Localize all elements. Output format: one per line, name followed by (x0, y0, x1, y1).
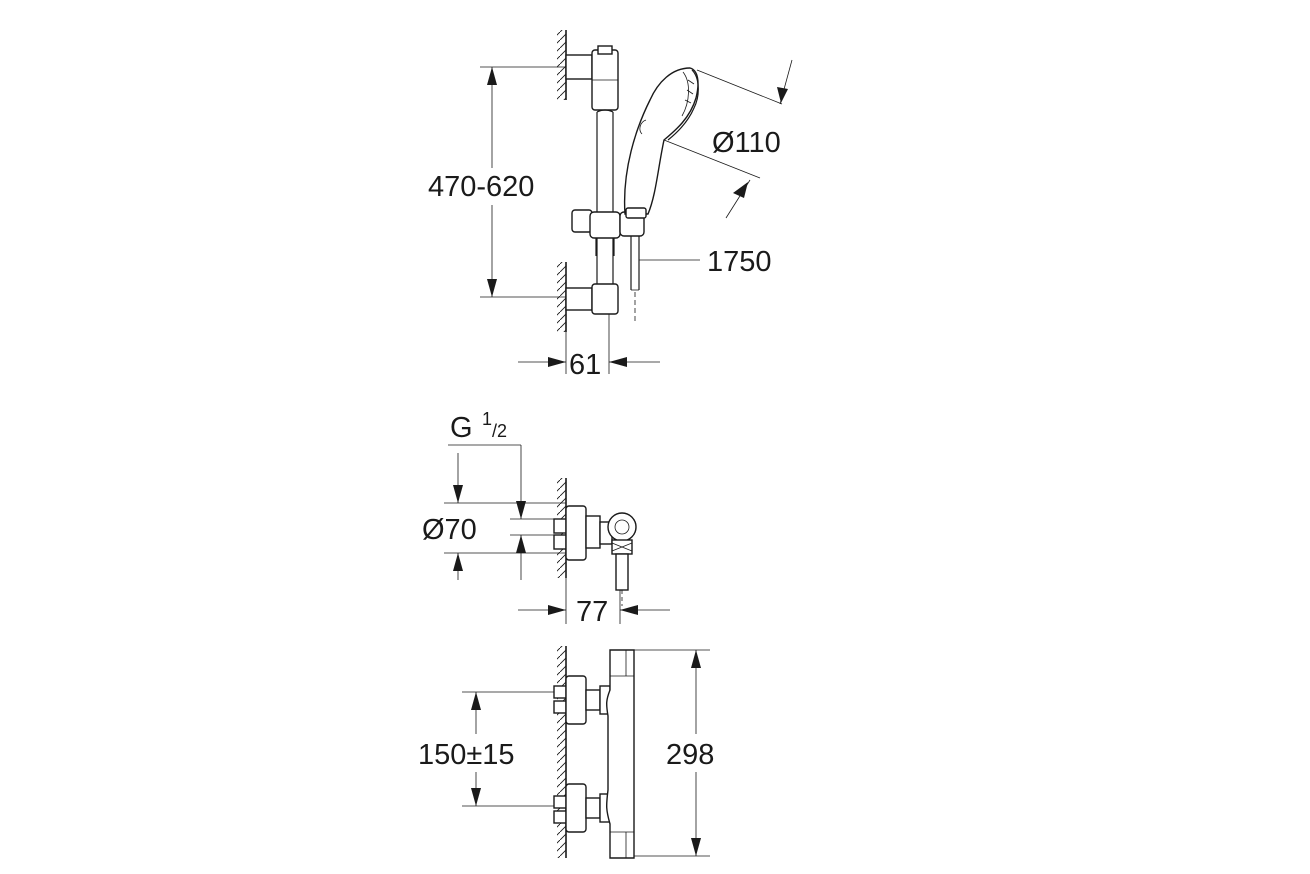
lower-connection (553, 783, 611, 833)
height-range-label: 470-620 (428, 171, 534, 203)
thermostat-front-view: 150±15 298 (418, 646, 714, 859)
thread-dimension (448, 444, 554, 580)
bar-projection-dimension (518, 314, 660, 374)
head-diameter-dimension (663, 59, 793, 219)
thread-prefix: G (450, 412, 473, 444)
body-length-dimension (634, 649, 710, 857)
bar-projection-label: 61 (569, 349, 601, 381)
lower-bracket (565, 283, 619, 315)
hand-shower (623, 67, 699, 219)
height-dimension (480, 66, 566, 298)
upper-bracket (565, 45, 619, 111)
wall-thermostat (557, 646, 567, 858)
rosette-diameter-label: Ø70 (422, 514, 477, 546)
thread-denominator: /2 (492, 421, 507, 441)
connection-projection-dimension (518, 578, 670, 624)
rosette-dimension (444, 453, 566, 580)
thread-numerator: 1 (482, 409, 492, 429)
shower-rail (596, 109, 614, 290)
head-diameter-label: Ø110 (712, 127, 781, 159)
center-distance-dimension (462, 691, 554, 807)
body-length-label: 298 (666, 739, 714, 771)
hose-length-label: 1750 (707, 246, 772, 278)
connection-projection-label: 77 (576, 596, 608, 628)
thread-label: G 1 /2 (450, 409, 507, 444)
connection-side-view: G 1 /2 Ø70 77 (422, 409, 670, 628)
thermostat-body-side (607, 512, 637, 606)
wall-top (557, 30, 567, 100)
shower-hose (630, 236, 640, 322)
center-distance-label: 150±15 (418, 739, 515, 771)
thermostat-body (605, 649, 635, 859)
eccentric-fitting (553, 505, 613, 561)
shower-rail-view: 470-620 Ø110 1750 61 (428, 30, 793, 381)
